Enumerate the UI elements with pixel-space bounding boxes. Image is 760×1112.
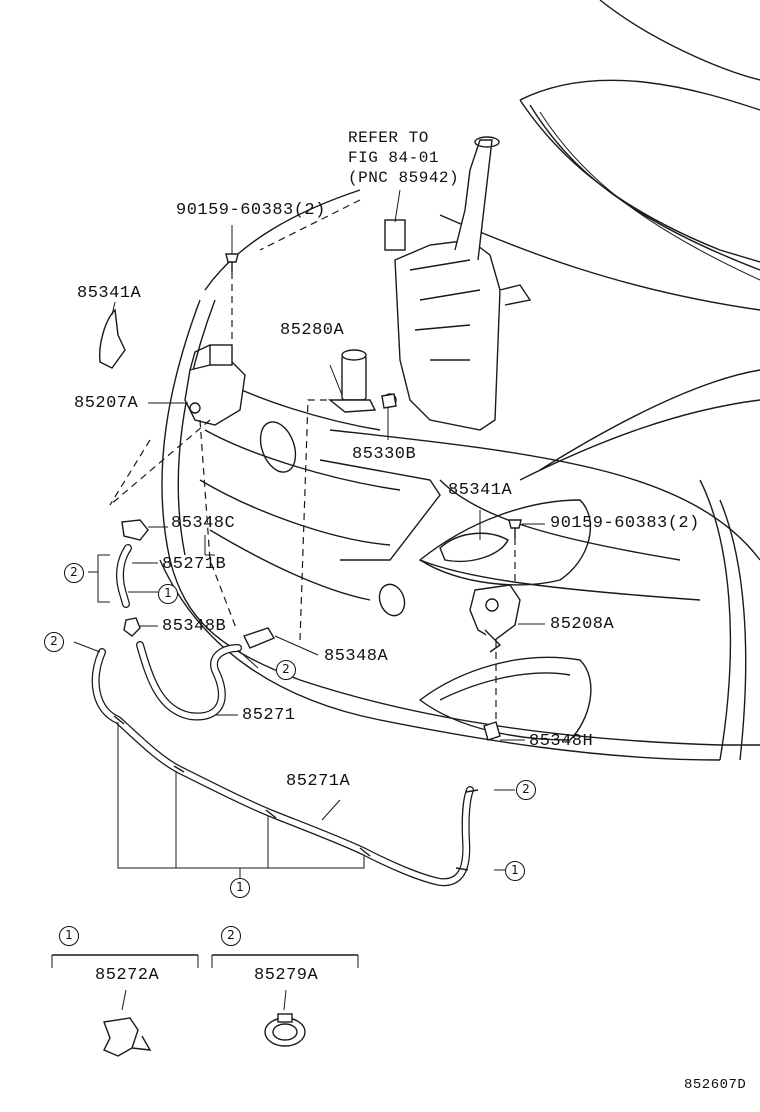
connector-85348A bbox=[243, 627, 276, 649]
callout-2-right-end: 2 bbox=[516, 780, 536, 800]
label-bolt-left: 90159-60383(2) bbox=[176, 201, 326, 220]
label-85271A: 85271A bbox=[286, 772, 351, 791]
legend-callout-1: 1 bbox=[59, 926, 79, 946]
label-85330B: 85330B bbox=[352, 445, 417, 464]
nozzle-cover-right bbox=[439, 532, 509, 563]
callout-2-bracket: 2 bbox=[64, 563, 84, 583]
hose-85271A bbox=[91, 648, 474, 887]
label-85272A: 85272A bbox=[95, 966, 160, 985]
label-bolt-right: 90159-60383(2) bbox=[550, 514, 700, 533]
clamp-85279A-illustration bbox=[264, 1013, 306, 1047]
bolt-left bbox=[225, 253, 239, 272]
label-85341A-left: 85341A bbox=[77, 284, 142, 303]
connector-85348B bbox=[123, 617, 141, 637]
nozzle-cover-left bbox=[98, 308, 126, 369]
label-85271: 85271 bbox=[242, 706, 296, 725]
legend-callout-2: 2 bbox=[221, 926, 241, 946]
washer-actuator-left bbox=[184, 344, 246, 426]
label-85348B: 85348B bbox=[162, 617, 227, 636]
figure-code: 852607D bbox=[684, 1077, 747, 1093]
label-85280A: 85280A bbox=[280, 321, 345, 340]
label-85348H: 85348H bbox=[529, 732, 594, 751]
label-85208A: 85208A bbox=[550, 615, 615, 634]
connector-85348C bbox=[121, 519, 149, 541]
callout-1-bracket: 1 bbox=[230, 878, 250, 898]
label-85348C: 85348C bbox=[171, 514, 236, 533]
bolt-right bbox=[508, 519, 522, 538]
callout-1-hose-b: 1 bbox=[158, 584, 178, 604]
refer-note: REFER TO FIG 84-01 (PNC 85942) bbox=[348, 129, 460, 187]
callout-2-hose-a-end: 2 bbox=[44, 632, 64, 652]
washer-tank bbox=[384, 136, 532, 431]
hose-clips bbox=[113, 715, 479, 871]
washer-actuator-right bbox=[469, 584, 521, 653]
label-85271B: 85271B bbox=[162, 555, 227, 574]
label-85348A: 85348A bbox=[324, 647, 389, 666]
assembly-dashed-lines bbox=[109, 199, 516, 722]
leader-lines bbox=[73, 189, 545, 878]
label-85279A: 85279A bbox=[254, 966, 319, 985]
connector-85330B bbox=[381, 393, 397, 409]
connector-85348H bbox=[483, 721, 501, 741]
callout-2-hose-85271: 2 bbox=[276, 660, 296, 680]
clip-85272A-illustration bbox=[103, 1017, 152, 1057]
hose-85271B bbox=[116, 544, 132, 608]
callout-1-right: 1 bbox=[505, 861, 525, 881]
label-85207A: 85207A bbox=[74, 394, 139, 413]
hose-85271 bbox=[136, 641, 242, 721]
label-85341A-right: 85341A bbox=[448, 481, 513, 500]
